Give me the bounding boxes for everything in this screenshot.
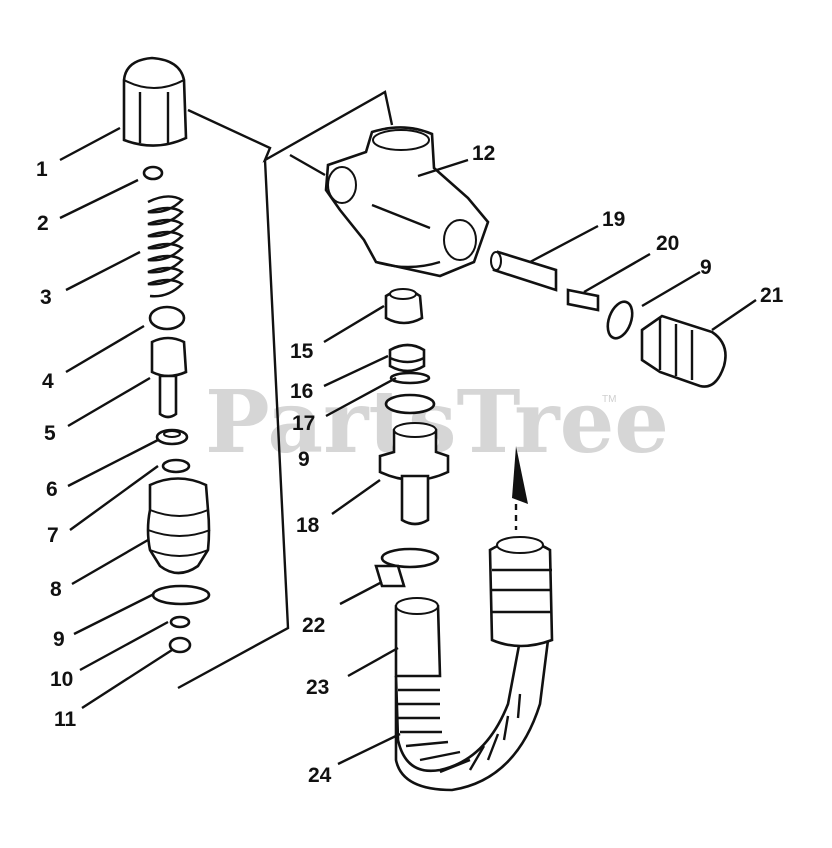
callout-4: 4 <box>42 370 54 393</box>
callout-21: 21 <box>760 284 784 307</box>
part-24-hose[interactable] <box>394 536 554 792</box>
part-5-poppet[interactable] <box>150 336 188 419</box>
callout-9-right: 9 <box>700 256 712 279</box>
callout-8: 8 <box>50 578 62 601</box>
part-22-hose-clamp[interactable] <box>374 547 440 588</box>
callout-5: 5 <box>44 422 56 445</box>
part-1-cap-nut[interactable] <box>122 56 188 147</box>
callout-24: 24 <box>308 764 332 787</box>
callout-18: 18 <box>296 514 320 537</box>
part-10-washer[interactable] <box>169 615 191 629</box>
callout-1: 1 <box>36 158 48 181</box>
part-12-manifold-tee[interactable] <box>324 126 490 278</box>
part-20-spacer[interactable] <box>566 288 600 312</box>
part-23-hose-end[interactable] <box>394 597 442 678</box>
part-8-valve-body[interactable] <box>146 477 211 575</box>
callout-22: 22 <box>302 614 325 637</box>
part-9-o-ring-center[interactable] <box>384 393 436 415</box>
part-4-ball[interactable] <box>148 305 186 331</box>
callout-23: 23 <box>306 676 329 699</box>
part-6-seat[interactable] <box>155 428 189 446</box>
part-2-washer[interactable] <box>142 165 164 181</box>
part-15-check-valve[interactable] <box>384 288 424 325</box>
callout-12: 12 <box>472 142 495 165</box>
callout-17: 17 <box>292 412 315 435</box>
callout-20: 20 <box>656 232 679 255</box>
part-16-spring[interactable] <box>388 343 426 373</box>
callout-15: 15 <box>290 340 314 363</box>
part-19-pin[interactable] <box>490 250 558 292</box>
leader-lines <box>59 126 757 766</box>
watermark-trademark: TM <box>602 394 616 405</box>
callout-10: 10 <box>50 668 73 691</box>
callout-19: 19 <box>602 208 625 231</box>
part-7-o-ring[interactable] <box>161 458 191 474</box>
callout-9-left: 9 <box>53 628 65 651</box>
callout-11: 11 <box>54 708 77 731</box>
part-11-plug[interactable] <box>168 636 192 654</box>
callout-6: 6 <box>46 478 58 501</box>
assembly-bracket <box>177 90 394 690</box>
part-3-spring[interactable] <box>147 195 184 298</box>
callout-2: 2 <box>37 212 49 235</box>
callout-3: 3 <box>40 286 52 309</box>
part-18-nipple-fitting[interactable] <box>378 422 450 526</box>
part-9-o-ring-left[interactable] <box>151 584 211 606</box>
callout-9-center: 9 <box>298 448 310 471</box>
part-9-o-ring-right[interactable] <box>603 298 637 341</box>
callout-7: 7 <box>47 524 59 547</box>
part-17-ring[interactable] <box>389 371 431 385</box>
part-21-fitting[interactable] <box>640 314 727 388</box>
arrow-up-icon <box>512 446 528 530</box>
callout-16: 16 <box>290 380 313 403</box>
